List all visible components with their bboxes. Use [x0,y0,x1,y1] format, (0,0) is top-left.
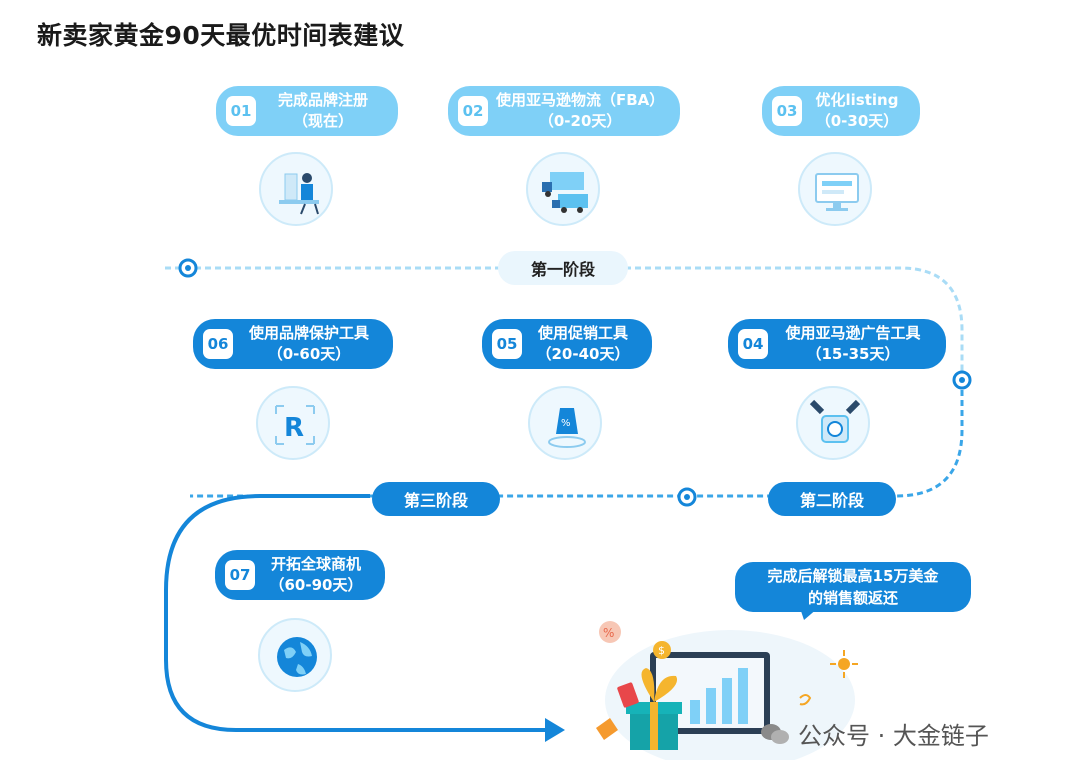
step-04-pill: 04 使用亚马逊广告工具（15-35天） [728,319,946,369]
reward-line-1: 完成后解锁最高15万美金 [745,565,961,587]
step-title: 开拓全球商机 [263,554,369,575]
stage-label-3: 第三阶段 [372,482,500,516]
svg-text:R: R [284,413,304,443]
svg-text:%: % [561,418,571,429]
svg-text:$: $ [658,644,665,657]
step-number: 02 [458,96,488,126]
step-period: （现在） [264,111,382,132]
discount-tag-icon: % [528,386,602,460]
step-number: 04 [738,329,768,359]
reward-line-2: 的销售额返还 [745,587,961,609]
step-title: 使用品牌保护工具 [241,323,377,344]
step-period: （0-20天） [496,111,664,132]
step-02-pill: 02 使用亚马逊物流（FBA）（0-20天） [448,86,680,136]
step-07-pill: 07 开拓全球商机（60-90天） [215,550,385,600]
step-title: 完成品牌注册 [264,90,382,111]
svg-text:%: % [603,626,614,640]
step-title: 使用亚马逊广告工具 [776,323,930,344]
step-number: 03 [772,96,802,126]
step-period: （60-90天） [263,575,369,596]
step-number: 07 [225,560,255,590]
step-number: 01 [226,96,256,126]
delivery-trucks-icon [526,152,600,226]
registered-brand-icon: R [256,386,330,460]
step-01-pill: 01 完成品牌注册（现在） [216,86,398,136]
person-at-desk-icon [259,152,333,226]
reward-callout: 完成后解锁最高15万美金 的销售额返还 [735,562,971,612]
step-title: 使用亚马逊物流（FBA） [496,90,664,111]
advertising-spotlight-icon [796,386,870,460]
step-period: （20-40天） [530,344,636,365]
wechat-icon [760,722,790,746]
watermark: 公众号 · 大金链子 [760,716,989,751]
step-number: 06 [203,329,233,359]
monitor-listing-icon [798,152,872,226]
step-number: 05 [492,329,522,359]
step-03-pill: 03 优化listing（0-30天） [762,86,920,136]
step-period: （0-30天） [810,111,904,132]
step-period: （15-35天） [776,344,930,365]
step-title: 优化listing [810,90,904,111]
step-period: （0-60天） [241,344,377,365]
step-06-pill: 06 使用品牌保护工具（0-60天） [193,319,393,369]
watermark-text: 公众号 · 大金链子 [798,716,989,751]
step-05-pill: 05 使用促销工具（20-40天） [482,319,652,369]
stage-label-2: 第二阶段 [768,482,896,516]
stage-label-1: 第一阶段 [498,251,628,285]
globe-icon [258,618,332,692]
step-title: 使用促销工具 [530,323,636,344]
